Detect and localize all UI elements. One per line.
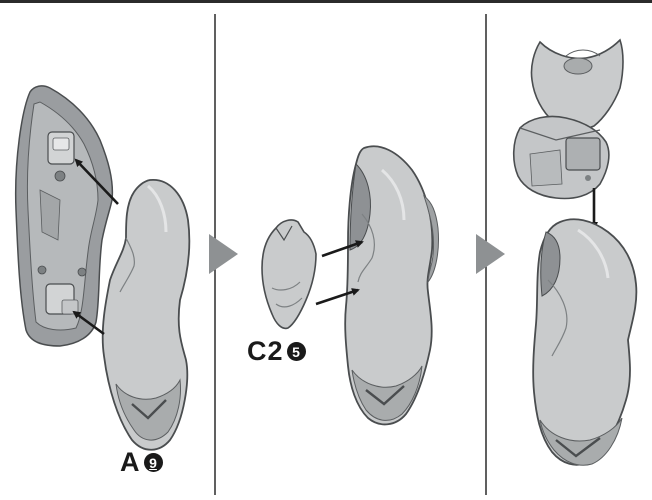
- part-label-a9: A 9: [120, 447, 163, 478]
- part-number-badge: 5: [287, 342, 306, 361]
- step3-panel: [514, 40, 637, 465]
- step-arrow-1-icon: [209, 234, 238, 274]
- step2-panel: [262, 146, 439, 424]
- part-label-prefix: A: [120, 447, 141, 478]
- part-label-prefix: C2: [247, 336, 284, 367]
- part-label-c2-5: C2 5: [247, 336, 306, 367]
- step-arrow-2-icon: [476, 234, 505, 274]
- top-border: [0, 0, 652, 3]
- step3-lower-leg: [533, 219, 636, 465]
- step2-part-c2-5: [262, 220, 316, 328]
- part-number-badge: 9: [144, 453, 163, 472]
- step3-upper-assembly: [514, 40, 623, 198]
- step1-inner-frame: [16, 86, 113, 346]
- step1-armor-part-a9: [103, 180, 190, 450]
- step2-assembled-leg: [345, 146, 438, 424]
- step1-panel: [16, 86, 190, 450]
